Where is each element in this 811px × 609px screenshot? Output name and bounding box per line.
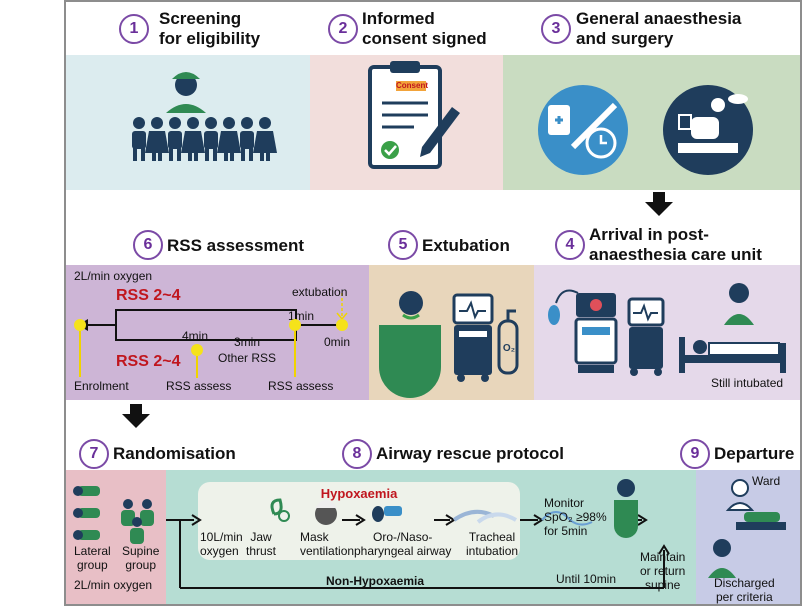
step-9-title: Departure	[714, 444, 795, 463]
supine-group-label: Supine group	[122, 544, 160, 572]
monitor-label: Monitor SpO₂ ≥98% for 5min	[544, 496, 607, 538]
patient-groups-icon	[73, 486, 154, 544]
step-2-badge: 2	[328, 14, 358, 44]
step-5-badge: 5	[388, 230, 418, 260]
mask-ventilation-label: Mask ventilation	[300, 530, 355, 558]
step-3-badge: 3	[541, 14, 571, 44]
hypoxaemia-label: Hypoxaemia	[320, 486, 398, 501]
assess-dot-1	[191, 344, 203, 356]
time-3min: 3min	[234, 335, 261, 349]
step-7-title: Randomisation	[113, 444, 236, 463]
extubation-dot	[336, 319, 348, 331]
extubation-label: extubation	[292, 285, 348, 299]
rss-assess-label-2: RSS assess	[268, 379, 334, 393]
step-3-title: General anaesthesia and surgery	[576, 9, 742, 48]
step-7-badge: 7	[79, 439, 109, 469]
lateral-group-label: Lateral group	[74, 544, 111, 572]
rss-bottom-label: RSS 2~4	[116, 353, 181, 370]
panel-surgery	[503, 55, 800, 190]
panel-departure: Ward Discharged per criteria	[696, 470, 800, 604]
down-arrow-icon-2	[122, 404, 150, 428]
step-6-title: RSS assessment	[167, 236, 305, 255]
step-2-title: Informed consent signed	[362, 9, 487, 48]
step-1-badge: 1	[119, 14, 149, 44]
rss-oxygen-label: 2L/min oxygen	[74, 269, 153, 283]
non-hypoxaemia-label: Non-Hypoxaemia	[326, 574, 425, 588]
enrolment-label: Enrolment	[74, 379, 129, 393]
random-oxygen-label: 2L/min oxygen	[74, 578, 153, 592]
time-0min: 0min	[324, 335, 351, 349]
extubation-icons	[379, 291, 519, 398]
consent-label: Consent	[396, 81, 428, 90]
panel-rss: 2L/min oxygen RSS 2~4 RSS 2~4 extubation…	[66, 265, 369, 400]
step-5-title: Extubation	[422, 236, 510, 255]
still-intubated-label: Still intubated	[711, 376, 784, 390]
ward-label: Ward	[752, 474, 781, 488]
anaesthesia-surgery-icons	[538, 85, 753, 175]
assess-line-1	[196, 356, 198, 378]
other-rss-label: Other RSS	[218, 351, 277, 365]
step-4-badge: 4	[555, 230, 585, 260]
assess-dot-2	[289, 319, 301, 331]
panel-consent: Consent	[310, 55, 503, 190]
step-8-badge: 8	[342, 439, 372, 469]
rss-top-label: RSS 2~4	[116, 287, 181, 304]
step-6-badge: 6	[133, 230, 163, 260]
assess-line-2	[294, 331, 296, 377]
o2-label: O₂	[502, 343, 516, 354]
airway-rescue-flow	[166, 479, 670, 589]
panel-extubation: O₂	[369, 265, 534, 400]
time-4min: 4min	[182, 329, 209, 343]
panel-randomisation: Lateral group Supine group 2L/min oxygen	[66, 470, 166, 604]
panel-pacu: Still intubated	[534, 265, 800, 400]
maintain-label: Maintain or return supine	[640, 550, 686, 592]
pacu-icons	[548, 283, 786, 376]
step-4-title: Arrival in post- anaesthesia care unit	[589, 225, 762, 264]
down-arrow-icon	[645, 192, 673, 216]
until-10min-label: Until 10min	[556, 572, 617, 586]
jaw-thrust-label: Jaw thrust	[246, 530, 277, 558]
discharged-label: Discharged per criteria	[714, 576, 775, 604]
step-1-title: Screening for eligibility	[159, 9, 261, 48]
patients-group-icon	[132, 72, 277, 161]
rss-assess-label-1: RSS assess	[166, 379, 232, 393]
tracheal-intubation-label: Tracheal intubation	[466, 530, 519, 558]
panel-screening	[66, 55, 310, 190]
diagram-frame: 1 Screening for eligibility 2 Informed c…	[64, 0, 802, 606]
oxygen-step-label: 10L/min oxygen	[200, 530, 243, 558]
oro-naso-label: Oro-/Naso- pharyngeal airway	[354, 530, 452, 558]
enrolment-dot	[74, 319, 86, 331]
panel-airway-rescue: Hypoxaemia 10L/min oxygen Jaw thrust Mas…	[166, 470, 696, 604]
step-9-badge: 9	[680, 439, 710, 469]
step-8-title: Airway rescue protocol	[376, 444, 565, 463]
clipboard-icon	[368, 61, 460, 169]
departure-icons	[708, 479, 786, 578]
enrolment-line	[79, 331, 81, 377]
